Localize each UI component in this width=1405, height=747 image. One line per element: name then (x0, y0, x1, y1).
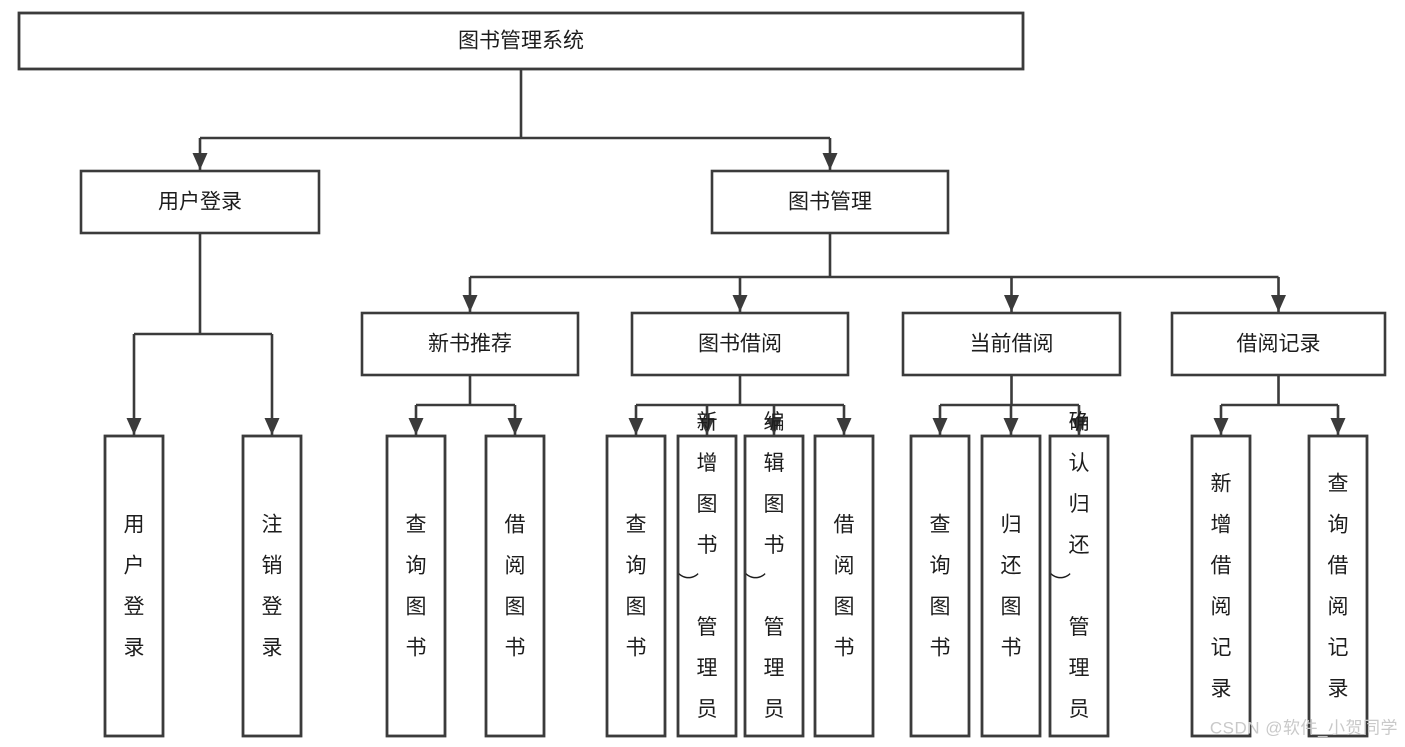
leaf-query-book-1-label: 查询图书 (406, 514, 427, 660)
leaf-query-book-2-box[interactable] (605, 434, 667, 738)
leaf-query-book-1[interactable]: 查询图书 (385, 434, 447, 738)
node-book-borrow-box[interactable] (630, 311, 850, 377)
leaf-add-record-label: 新增借阅记录 (1211, 473, 1232, 701)
node-current-borrow-box[interactable] (901, 311, 1122, 377)
node-book-manage-label: 图书管理 (788, 191, 872, 214)
leaf-user-login-label: 用户登录 (124, 514, 145, 660)
leaf-add-book-label: 新增图书（管理员） (679, 411, 718, 747)
leaf-query-book-2[interactable]: 查询图书 (605, 434, 667, 738)
leaf-add-record[interactable]: 新增借阅记录 (1190, 434, 1252, 738)
arrow-head-icon (628, 418, 644, 435)
leaf-add-book[interactable]: 新增图书（管理员） (676, 411, 738, 747)
leaf-edit-book-box[interactable] (743, 434, 805, 738)
arrow-head-icon (1271, 295, 1286, 312)
leaf-query-book-3-label: 查询图书 (930, 514, 951, 660)
node-current-borrow-label: 当前借阅 (970, 333, 1054, 356)
connector-layer (126, 69, 1346, 435)
leaf-query-book-2-label: 查询图书 (626, 514, 647, 660)
arrow-head-icon (192, 153, 208, 170)
arrow-head-icon (822, 153, 838, 170)
csdn-watermark: CSDN @软件_小贺同学 (1210, 718, 1398, 737)
leaf-borrow-book-1[interactable]: 借阅图书 (484, 434, 546, 738)
node-layer: 图书管理系统用户登录图书管理新书推荐图书借阅当前借阅借阅记录用户登录注销登录查询… (17, 11, 1387, 747)
arrow-head-icon (1003, 418, 1019, 435)
leaf-add-book-box[interactable] (676, 434, 738, 738)
arrow-head-icon (1004, 295, 1019, 312)
leaf-return-book-label: 归还图书 (1001, 514, 1022, 660)
leaf-query-book-1-box[interactable] (385, 434, 447, 738)
arrow-head-icon (1330, 418, 1346, 435)
node-new-book-rec-label: 新书推荐 (428, 333, 512, 356)
node-user-login-label: 用户登录 (158, 191, 242, 214)
leaf-borrow-book-2-label: 借阅图书 (834, 514, 855, 660)
leaf-user-logout-label: 注销登录 (262, 514, 283, 660)
arrow-head-icon (699, 418, 715, 435)
node-new-book-rec-box[interactable] (360, 311, 580, 377)
leaf-borrow-book-1-box[interactable] (484, 434, 546, 738)
leaf-user-logout-box[interactable] (241, 434, 303, 738)
leaf-add-record-box[interactable] (1190, 434, 1252, 738)
leaf-confirm-return[interactable]: 确认归还（管理员） (1048, 411, 1110, 747)
arrow-head-icon (1071, 418, 1087, 435)
leaf-borrow-book-2[interactable]: 借阅图书 (813, 434, 875, 738)
leaf-query-book-3-box[interactable] (909, 434, 971, 738)
arrow-head-icon (507, 418, 523, 435)
arrow-head-icon (126, 418, 142, 435)
node-user-login[interactable]: 用户登录 (79, 169, 321, 235)
arrow-head-icon (264, 418, 280, 435)
leaf-user-login[interactable]: 用户登录 (103, 434, 165, 738)
arrow-head-icon (932, 418, 948, 435)
leaf-borrow-book-2-box[interactable] (813, 434, 875, 738)
node-book-borrow[interactable]: 图书借阅 (630, 311, 850, 377)
node-root-book-management-system-label: 图书管理系统 (458, 30, 584, 53)
leaf-user-login-box[interactable] (103, 434, 165, 738)
leaf-confirm-return-label: 确认归还（管理员） (1051, 411, 1090, 747)
arrow-head-icon (408, 418, 424, 435)
leaf-confirm-return-box[interactable] (1048, 434, 1110, 738)
node-root-book-management-system-box[interactable] (17, 11, 1025, 71)
leaf-edit-book-label: 编辑图书（管理员） (746, 411, 785, 747)
node-borrow-record[interactable]: 借阅记录 (1170, 311, 1387, 377)
node-user-login-box[interactable] (79, 169, 321, 235)
leaf-query-book-3[interactable]: 查询图书 (909, 434, 971, 738)
node-current-borrow[interactable]: 当前借阅 (901, 311, 1122, 377)
node-book-manage[interactable]: 图书管理 (710, 169, 950, 235)
leaf-query-record[interactable]: 查询借阅记录 (1307, 434, 1369, 738)
leaf-edit-book[interactable]: 编辑图书（管理员） (743, 411, 805, 747)
node-borrow-record-box[interactable] (1170, 311, 1387, 377)
arrow-head-icon (766, 418, 782, 435)
leaf-return-book[interactable]: 归还图书 (980, 434, 1042, 738)
node-borrow-record-label: 借阅记录 (1237, 333, 1321, 356)
leaf-query-record-box[interactable] (1307, 434, 1369, 738)
arrow-head-icon (836, 418, 852, 435)
node-root-book-management-system[interactable]: 图书管理系统 (17, 11, 1025, 71)
node-book-manage-box[interactable] (710, 169, 950, 235)
leaf-return-book-box[interactable] (980, 434, 1042, 738)
arrow-head-icon (1213, 418, 1229, 435)
leaf-user-logout[interactable]: 注销登录 (241, 434, 303, 738)
arrow-head-icon (462, 295, 478, 312)
leaf-borrow-book-1-label: 借阅图书 (505, 514, 526, 660)
node-new-book-rec[interactable]: 新书推荐 (360, 311, 580, 377)
node-book-borrow-label: 图书借阅 (698, 333, 782, 356)
leaf-query-record-label: 查询借阅记录 (1328, 473, 1349, 701)
arrow-head-icon (732, 295, 748, 312)
